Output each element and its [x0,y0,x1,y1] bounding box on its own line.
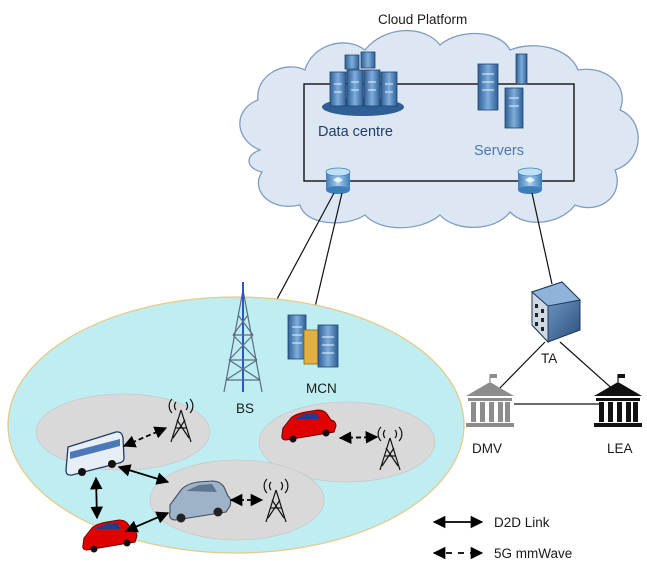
d2d-links [89,464,170,533]
bs-label: BS [236,401,254,416]
ta-label: TA [541,351,557,366]
mmwave-links [122,426,379,507]
cloud-shape [239,29,639,229]
lea-building-icon [594,374,642,427]
mcn-label: MCN [306,381,337,396]
data-centre-label: Data centre [318,124,393,140]
legend: D2D Link 5G mmWave [432,515,572,561]
servers-label: Servers [474,143,524,159]
dmv-building-icon [466,374,514,427]
cloud-inner-frame [303,83,575,182]
legend-d2d-label: D2D Link [494,515,550,530]
antenna-icon-right [377,426,403,471]
bs-tower-icon [223,282,263,393]
dmv-label: DMV [472,441,502,456]
grey-car-icon [169,480,232,523]
macro-cell-area [7,296,465,554]
cloud-platform: Cloud Platform Data centre [239,12,639,229]
data-centre-icon [322,51,404,116]
mcn-icon [287,314,339,368]
legend-mmwave-label: 5G mmWave [494,546,572,561]
bus-icon [65,431,125,476]
ta-building-icon [531,281,582,344]
antenna-icon-left [168,398,194,443]
lea-label: LEA [607,441,633,456]
gateway-left-icon [325,167,351,194]
red-car-icon-right [281,409,337,443]
servers-icon [477,53,528,129]
antenna-icon-bottom [263,478,289,523]
cloud-platform-title: Cloud Platform [378,12,467,27]
gateway-right-icon [517,167,543,194]
authority-links [495,341,617,405]
red-car-icon-left [82,519,138,553]
